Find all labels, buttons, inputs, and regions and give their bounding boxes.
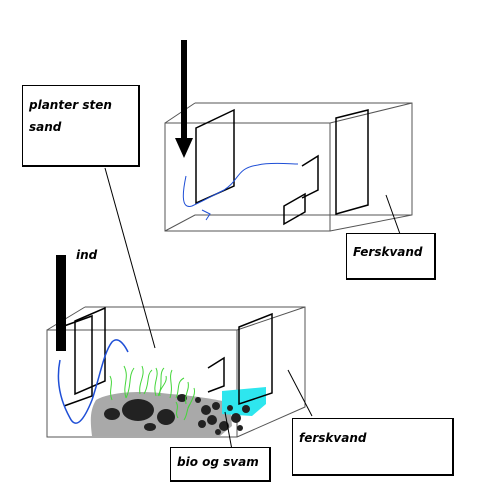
- ind-label: ind: [76, 248, 98, 262]
- top-tank-baffle: [283, 154, 319, 226]
- top-inlet-arrow-icon: [175, 138, 193, 158]
- top-tank: [164, 102, 413, 232]
- bottom-tank: [46, 306, 306, 438]
- top-tank-flow-hook: [201, 209, 211, 221]
- top-tank-water-flow: [182, 162, 299, 207]
- bio-leader-line: [224, 411, 233, 451]
- ferskvand-bottom-label: ferskvand: [299, 431, 367, 445]
- bottom-tank-back-face: [85, 306, 306, 438]
- planter-label-box: planter sten sand: [22, 85, 140, 167]
- ferskvand-bottom-label-box: ferskvand: [292, 418, 454, 476]
- bottom-tank-divider-left: [63, 306, 106, 407]
- bio-label: bio og svam: [177, 455, 259, 469]
- ferskvand-top-leader-line: [385, 194, 401, 235]
- sponge-filter: [222, 387, 266, 416]
- top-inlet-pipe: [181, 40, 187, 145]
- top-tank-divider-left: [195, 108, 235, 205]
- bio-label-box: bio og svam: [170, 447, 271, 482]
- planter-label: planter sten sand: [29, 98, 112, 134]
- ferskvand-top-label: Ferskvand: [353, 245, 423, 259]
- top-tank-back-face: [195, 102, 413, 232]
- top-tank-depth-edges: [164, 102, 413, 232]
- bio-media: [195, 397, 250, 435]
- planter-leader-line: [104, 167, 156, 349]
- top-tank-divider-right: [335, 109, 369, 215]
- bottom-tank-divider-right: [238, 312, 273, 406]
- ferskvand-top-label-box: Ferskvand: [346, 233, 436, 280]
- bottom-tank-baffle: [207, 356, 225, 393]
- bottom-tank-water-flow: [57, 339, 129, 424]
- plants: [109, 365, 195, 421]
- rocks: [104, 394, 187, 431]
- ferskvand-bottom-leader-line: [287, 369, 313, 417]
- bottom-inlet-pipe: [56, 255, 66, 351]
